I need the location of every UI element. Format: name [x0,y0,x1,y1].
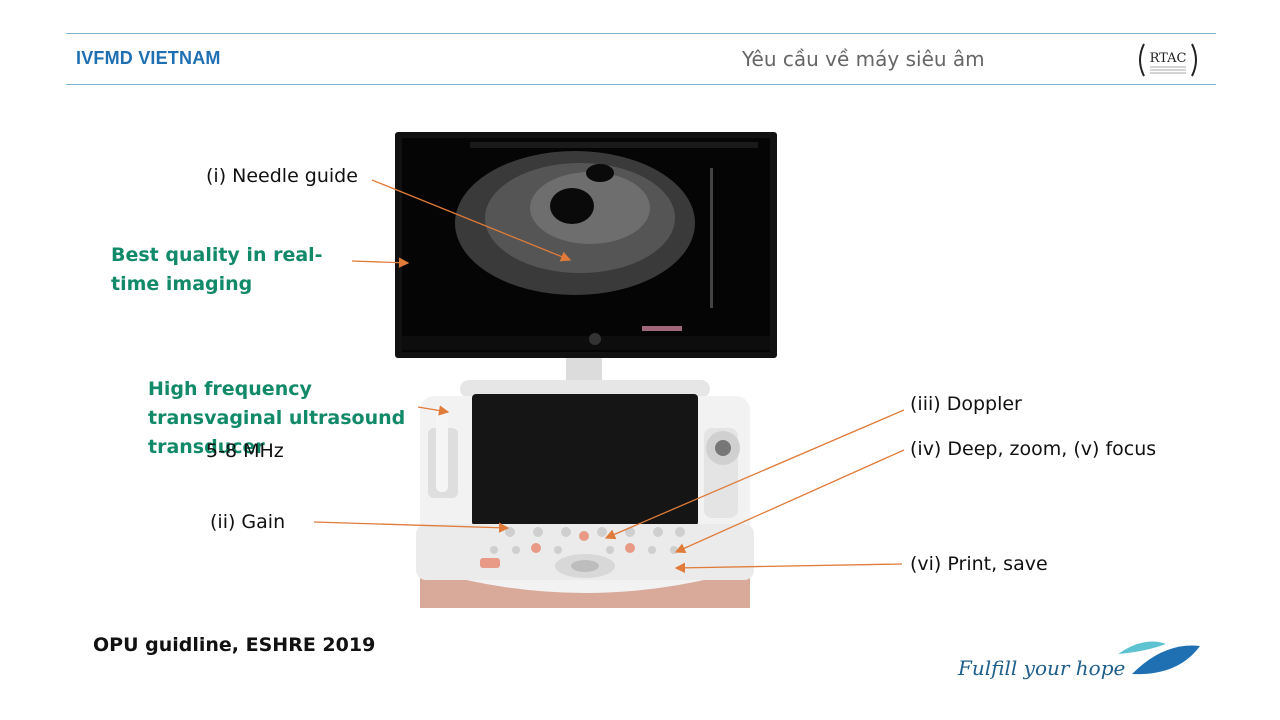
label-best-quality: Best quality in real-time imaging [111,244,323,295]
header-bottom-rule [66,84,1216,85]
label-transducer: High frequency transvaginal ultrasound t… [148,378,406,458]
slogan: Fulfill your hope [958,656,1126,680]
copper-base [420,568,750,608]
label-frequency: 5-8 MHz [206,440,284,462]
header-top-rule [66,33,1216,34]
monitor-stand [566,358,602,384]
label-deep-zoom-focus: (iv) Deep, zoom, (v) focus [910,438,1157,460]
rtac-logo: RTAC [1139,43,1197,77]
slide-title: Yêu cầu về máy siêu âm [742,47,985,71]
ultrasound-machine-image [395,132,777,608]
brand-name: IVFMD VIETNAM [76,48,221,68]
handle-bar [460,380,710,398]
label-needle-guide: (i) Needle guide [206,165,358,187]
rtac-logo-text: RTAC [1150,51,1187,66]
label-doppler: (iii) Doppler [910,393,1022,415]
label-print-save: (vi) Print, save [910,553,1048,575]
trackball [571,560,599,572]
footer-reference: OPU guidline, ESHRE 2019 [93,634,376,656]
leaf-logo [1118,641,1200,675]
label-gain: (ii) Gain [210,511,286,533]
touch-screen [472,394,698,526]
transvaginal-probe [436,406,448,492]
